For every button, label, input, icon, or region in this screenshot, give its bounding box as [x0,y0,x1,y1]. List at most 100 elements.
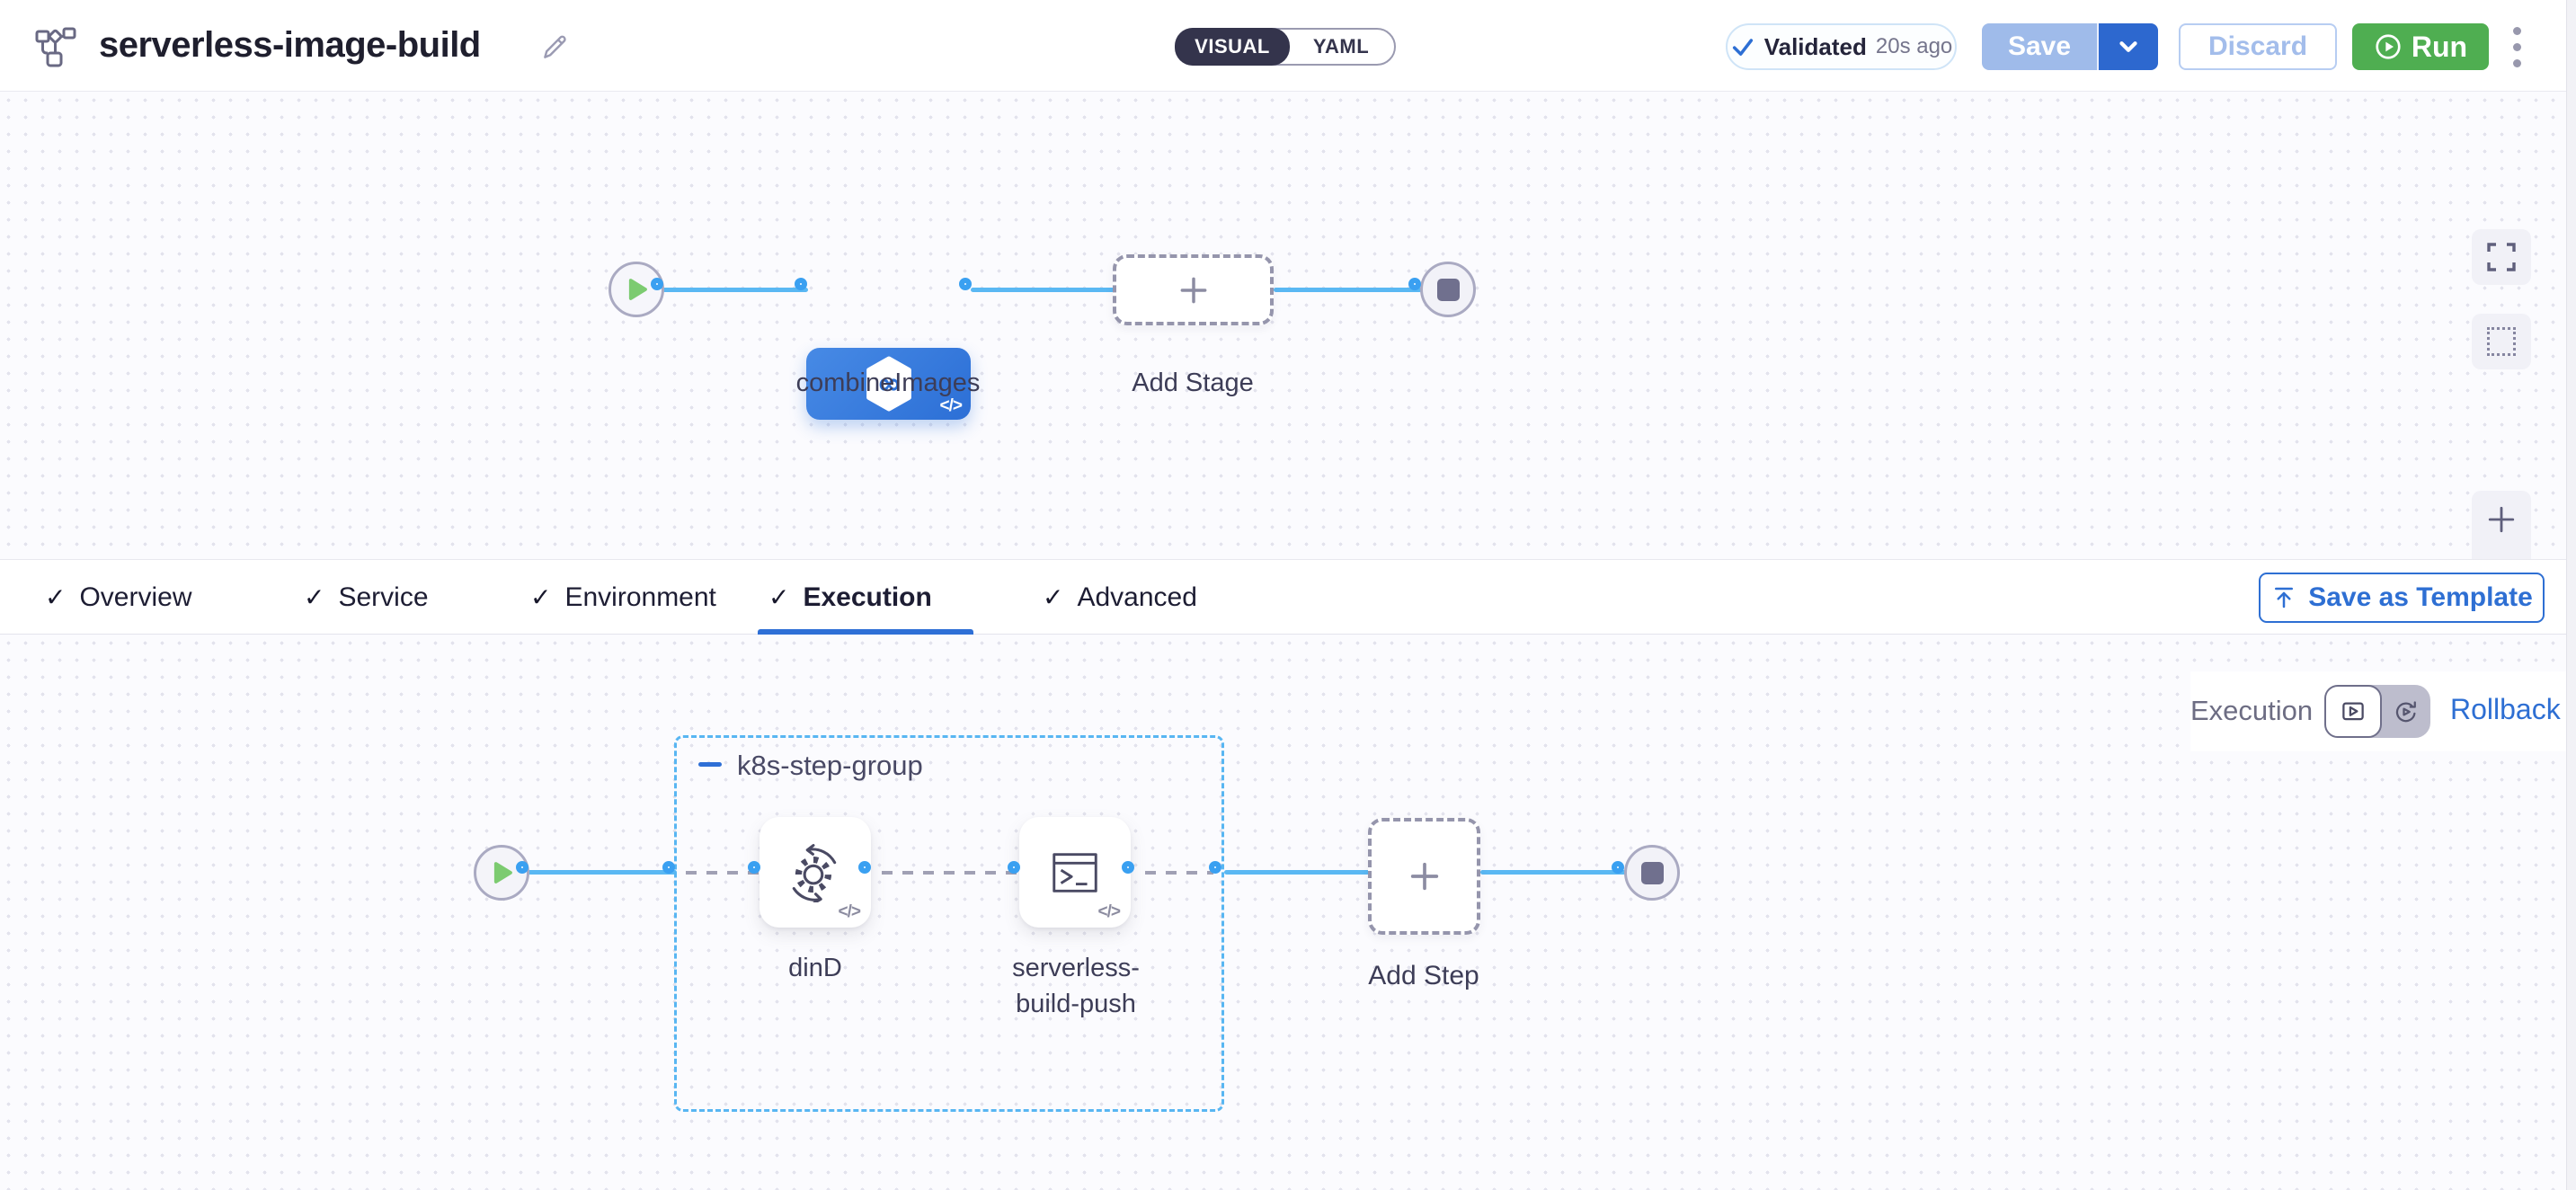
zoom-in-button[interactable] [2472,491,2531,547]
code-chip-icon: </> [1097,902,1122,921]
check-icon: ✓ [1043,583,1064,611]
step-group-label: k8s-step-group [737,750,923,781]
connector-port[interactable] [662,861,675,874]
tab-advanced[interactable]: ✓ Advanced [1043,582,1197,612]
rollback-icon [2395,700,2416,722]
stage-label: combineImages [795,369,981,397]
marquee-icon [2487,327,2516,356]
dashed-flow-line [686,871,761,875]
fullscreen-button[interactable] [2472,229,2531,285]
collapse-group-icon[interactable] [698,762,722,767]
terminal-run-icon [1053,852,1097,892]
add-step-button[interactable] [1368,818,1480,935]
step-label: serverless-build-push [1012,954,1140,1018]
code-chip-icon: </> [838,902,862,921]
connector-port[interactable] [1008,861,1020,874]
connector-port[interactable] [1408,278,1421,290]
flow-line [1480,870,1626,875]
tab-visual[interactable]: VISUAL [1175,28,1290,66]
fullscreen-icon [2487,243,2516,271]
save-as-template-label: Save as Template [2308,582,2533,612]
page-title: serverless-image-build [99,25,481,65]
execution-mode-label: Execution [2190,695,2314,726]
check-icon: ✓ [304,583,325,611]
connector-port[interactable] [959,278,972,290]
stage-node-combineimages[interactable]: ∞ </> [806,348,971,420]
execution-view-button[interactable] [2324,685,2382,738]
flow-line [971,288,1115,292]
tab-yaml[interactable]: YAML [1312,35,1370,58]
step-node-serverless-build-push[interactable]: </> [1019,817,1131,928]
plus-icon [1410,862,1438,891]
add-step-label: Add Step [1368,961,1479,990]
save-options-button[interactable] [2099,23,2158,70]
add-stage-label: Add Stage [1132,369,1254,397]
play-circle-icon [2376,34,2401,59]
play-icon [493,862,512,884]
step-node-dind[interactable]: </> [759,817,871,928]
plus-icon [1180,277,1206,303]
tab-service[interactable]: ✓ Service [304,582,429,612]
validated-time: 20s ago [1875,34,1953,58]
check-icon [1732,39,1753,56]
run-label: Run [2411,30,2468,63]
connector-port[interactable] [858,861,871,874]
check-icon: ✓ [530,583,552,611]
execution-rollback-toggle [2324,685,2430,738]
header-bar: serverless-image-build VISUAL YAML Valid… [0,0,2576,92]
window-scrollbar[interactable] [2566,0,2576,1190]
chevron-down-icon [2119,41,2137,52]
tab-execution[interactable]: ✓ Execution [768,582,932,612]
save-button[interactable]: Save [1982,23,2097,70]
dashed-flow-line [882,871,1021,875]
pipeline-icon [34,25,77,73]
validated-badge[interactable]: Validated 20s ago [1726,23,1957,70]
marquee-select-button[interactable] [2472,314,2531,369]
discard-button[interactable]: Discard [2179,23,2337,70]
connector-port[interactable] [516,861,529,874]
connector-port[interactable] [1122,861,1134,874]
connector-port[interactable] [1209,861,1221,874]
step-label: dinD [788,954,842,982]
dashed-flow-line [1145,871,1213,875]
play-icon [628,279,647,300]
service-dependency-gear-icon [792,843,837,902]
check-icon: ✓ [768,583,790,611]
code-chip-icon: </> [939,396,964,415]
step-group-k8s[interactable] [674,735,1224,1112]
mode-toggle: VISUAL YAML [1175,28,1396,66]
add-stage-button[interactable] [1113,254,1274,325]
more-options-icon[interactable] [2507,20,2527,74]
stage-canvas[interactable]: ∞ </> combineImages Add Stage [0,92,2566,604]
flow-line [1274,288,1422,292]
execution-play-box-icon [2342,702,2364,720]
stop-icon [1640,861,1664,884]
run-button[interactable]: Run [2352,23,2489,70]
rollback-link[interactable]: Rollback [2450,693,2561,725]
pipeline-end-node [1420,262,1476,317]
flow-line [528,870,677,875]
connector-port[interactable] [748,861,760,874]
rollback-view-button[interactable] [2382,685,2430,738]
save-as-template-button[interactable]: Save as Template [2259,573,2545,623]
connector-port[interactable] [795,278,807,290]
upload-icon [2275,587,2294,608]
tab-environment[interactable]: ✓ Environment [530,582,716,612]
stop-icon [1436,278,1460,301]
connector-port[interactable] [1612,861,1624,874]
check-icon: ✓ [45,583,67,611]
validated-label: Validated [1763,32,1867,60]
active-tab-underline [758,629,973,635]
save-divider [2097,23,2099,70]
svg-text:∞: ∞ [876,366,901,400]
ci-stage-hexagon-icon: ∞ [866,356,911,412]
connector-port[interactable] [651,278,663,290]
execution-end-node [1624,845,1680,901]
flow-line [662,288,808,292]
stage-config-tabs: ✓ Overview ✓ Service ✓ Environment ✓ Exe… [0,559,2576,635]
tab-overview[interactable]: ✓ Overview [45,582,192,612]
execution-canvas[interactable] [0,635,2566,1190]
edit-pencil-icon[interactable] [539,32,570,67]
flow-line [1224,870,1370,875]
